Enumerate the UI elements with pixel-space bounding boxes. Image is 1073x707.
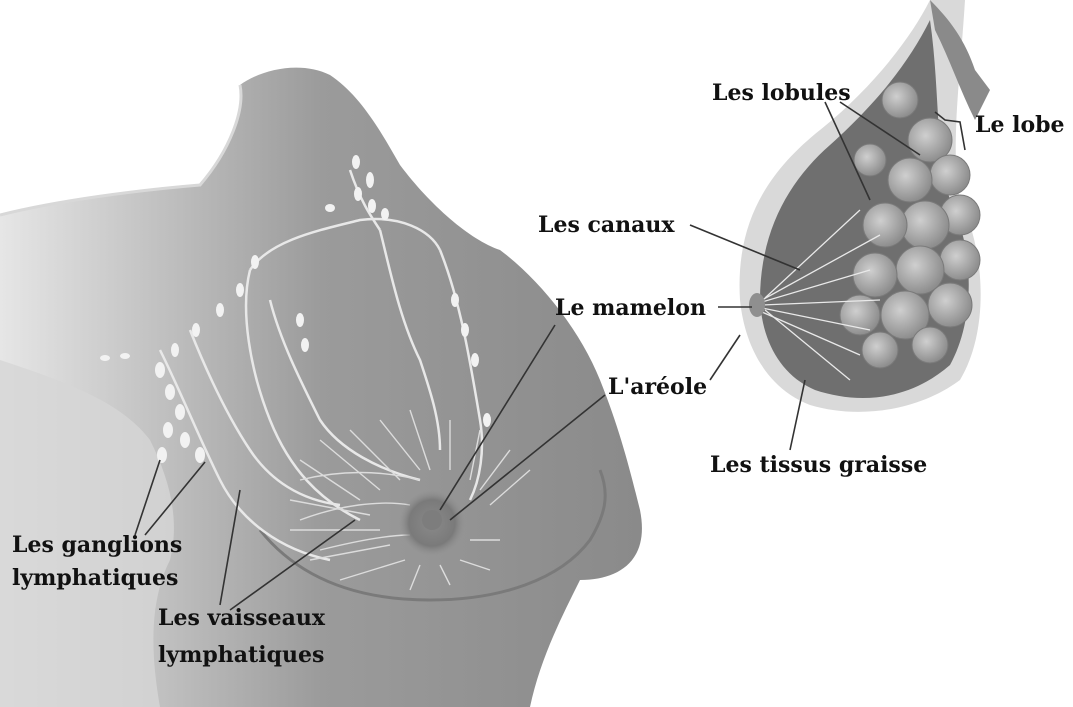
label-lobules: Les lobules <box>712 80 851 106</box>
label-ganglions-line1: Les ganglions <box>12 532 182 558</box>
label-vaisseaux-line1: Les vaisseaux <box>158 605 325 631</box>
cross-section-nipple <box>749 293 765 317</box>
label-mamelon: Le mamelon <box>555 295 706 321</box>
breast-cross-section <box>740 0 990 412</box>
nipple <box>422 510 442 530</box>
label-ganglions-line2: lymphatiques <box>12 565 178 591</box>
label-lobe: Le lobe <box>975 112 1065 138</box>
label-tissus-graisse: Les tissus graisse <box>710 452 927 478</box>
label-canaux: Les canaux <box>538 212 675 238</box>
label-vaisseaux-line2: lymphatiques <box>158 642 324 668</box>
label-areole: L'aréole <box>608 374 707 400</box>
